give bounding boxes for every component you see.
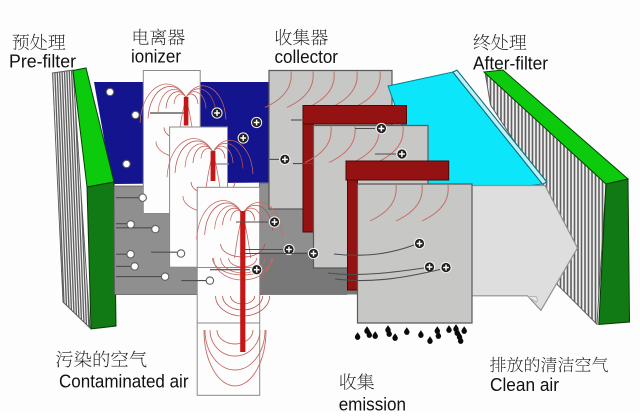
svg-text:Pre-filter: Pre-filter bbox=[9, 52, 76, 72]
svg-text:Contaminated air: Contaminated air bbox=[59, 372, 189, 392]
svg-text:emission: emission bbox=[339, 395, 406, 412]
svg-text:After-filter: After-filter bbox=[473, 53, 548, 73]
svg-text:ionizer: ionizer bbox=[131, 47, 181, 67]
svg-text:Clean air: Clean air bbox=[490, 375, 559, 395]
svg-text:collector: collector bbox=[275, 47, 339, 67]
